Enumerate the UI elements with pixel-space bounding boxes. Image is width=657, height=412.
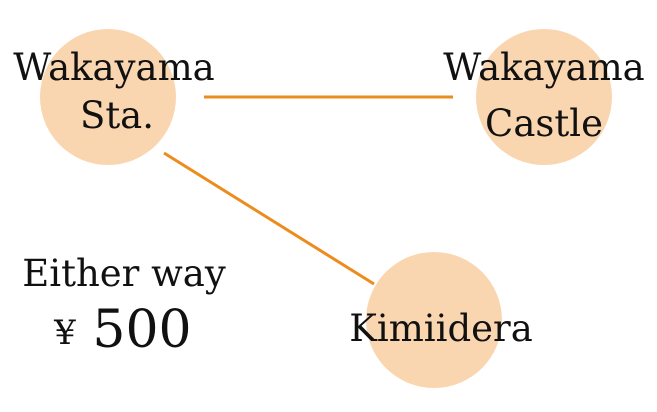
node-wakayama-station-circle [40,29,176,165]
fare-note-line1: Either way [22,252,226,295]
fare-amount: 500 [92,300,191,360]
route-line-station-kimiidera [163,151,375,286]
node-wakayama-castle: Wakayama Castle [443,29,645,165]
fare-currency-symbol: ¥ [53,313,76,353]
node-wakayama-castle-label-line1: Wakayama [443,46,644,89]
fare-note: Either way ¥ 500 [22,252,226,360]
node-wakayama-station-label-line2: Sta. [80,94,154,137]
node-wakayama-castle-label-line2: Castle [485,102,603,145]
node-wakayama-station-label-line1: Wakayama [13,46,214,89]
node-kimiidera: Kimiidera [349,252,533,388]
node-wakayama-station: Wakayama Sta. [13,29,215,165]
node-wakayama-castle-circle [476,29,612,165]
node-kimiidera-circle [366,252,502,388]
node-kimiidera-label: Kimiidera [349,307,533,350]
